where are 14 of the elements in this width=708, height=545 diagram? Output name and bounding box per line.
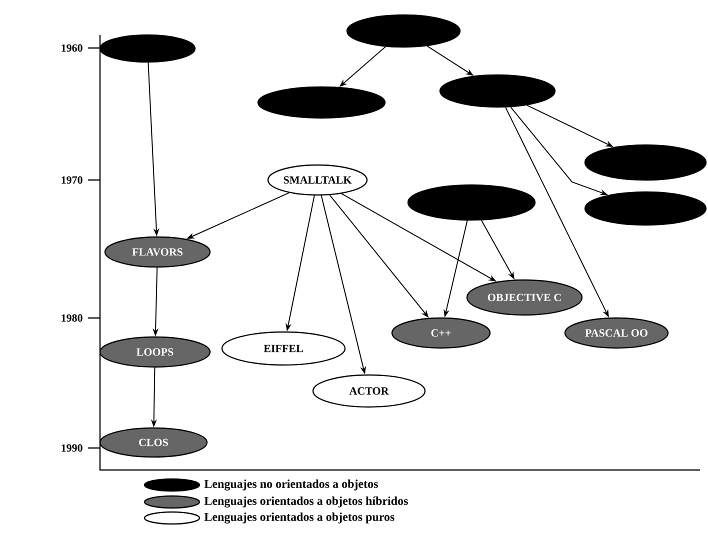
language-ellipse <box>257 86 386 119</box>
language-ellipse <box>439 74 556 108</box>
legend-text: Lenguajes orientados a objetos puros <box>204 512 394 524</box>
language-ellipse <box>99 34 196 63</box>
language-ellipse <box>584 144 707 181</box>
language-ellipse <box>346 14 461 48</box>
legend-text: Lenguajes orientados a objetos híbridos <box>204 496 408 508</box>
year-label: 1960 <box>62 44 82 52</box>
legend-text: Lenguajes no orientados a objetos <box>204 480 378 490</box>
year-label: 1980 <box>62 314 82 322</box>
language-ellipse <box>584 191 707 226</box>
language-ellipse <box>407 184 536 221</box>
year-label: 1990 <box>62 444 82 452</box>
year-label: 1970 <box>62 176 82 184</box>
